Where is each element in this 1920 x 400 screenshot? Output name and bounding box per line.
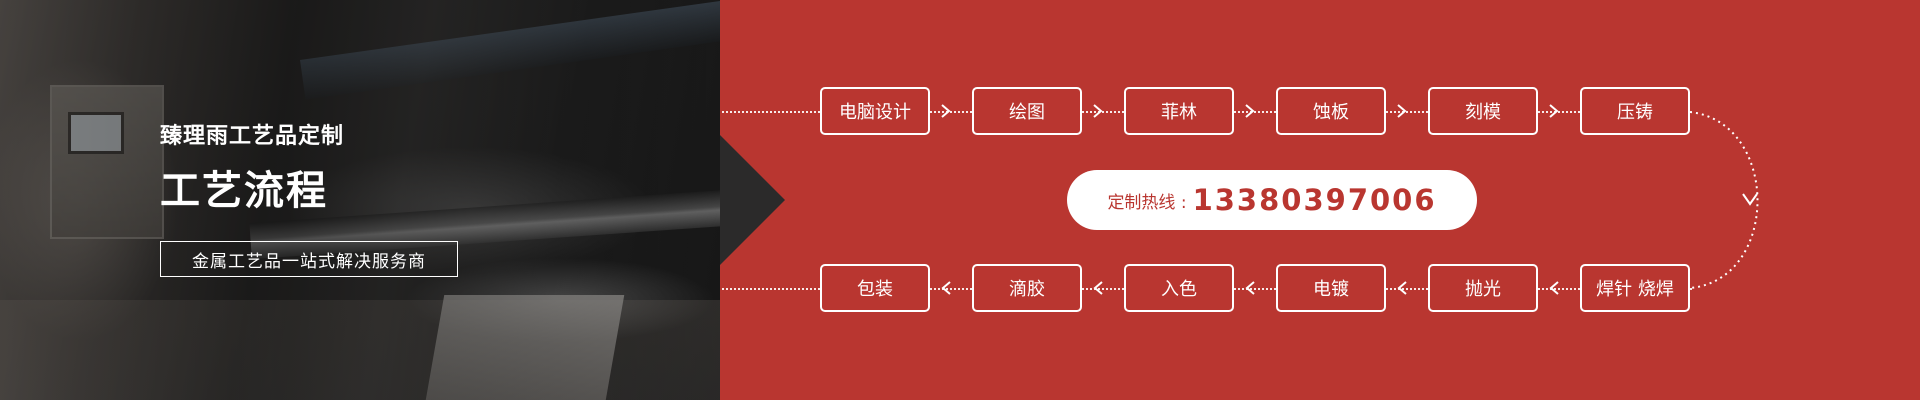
chevron-right-icon xyxy=(1093,104,1103,118)
chevron-right-icon xyxy=(1549,104,1559,118)
chevron-down-icon xyxy=(1742,193,1758,206)
photo-control-screen xyxy=(68,112,124,154)
brand-subtitle: 臻理雨工艺品定制 xyxy=(160,124,345,149)
step-top-6: 压铸 xyxy=(1580,87,1690,135)
chevron-right-icon xyxy=(1397,104,1407,118)
step-bottom-6: 包装 xyxy=(820,264,930,312)
chevron-left-icon xyxy=(1245,281,1255,295)
hotline-pill[interactable]: 定制热线 : 13380397006 xyxy=(1067,170,1477,230)
chevron-right-icon xyxy=(941,104,951,118)
step-bottom-3: 电镀 xyxy=(1276,264,1386,312)
step-top-5: 刻模 xyxy=(1428,87,1538,135)
page-title: 工艺流程 xyxy=(160,168,328,214)
hotline-label: 定制热线 : xyxy=(1107,192,1187,213)
chevron-left-icon xyxy=(941,281,951,295)
machinery-photo xyxy=(0,0,720,400)
step-bottom-4: 入色 xyxy=(1124,264,1234,312)
chevron-left-icon xyxy=(1397,281,1407,295)
photo-control-panel xyxy=(50,85,164,239)
step-top-3: 菲林 xyxy=(1124,87,1234,135)
chevron-right-icon xyxy=(1245,104,1255,118)
pointer-triangle xyxy=(720,135,785,265)
curve-connector xyxy=(1690,112,1759,289)
step-top-1: 电脑设计 xyxy=(820,87,930,135)
chevron-left-icon xyxy=(1549,281,1559,295)
tagline-box: 金属工艺品一站式解决服务商 xyxy=(160,241,458,277)
step-top-4: 蚀板 xyxy=(1276,87,1386,135)
step-bottom-5: 滴胶 xyxy=(972,264,1082,312)
step-bottom-1: 焊针 烧焊 xyxy=(1580,264,1690,312)
step-top-2: 绘图 xyxy=(972,87,1082,135)
photo-overlay xyxy=(0,0,720,400)
step-bottom-2: 抛光 xyxy=(1428,264,1538,312)
chevron-left-icon xyxy=(1093,281,1103,295)
hotline-number[interactable]: 13380397006 xyxy=(1192,183,1437,217)
